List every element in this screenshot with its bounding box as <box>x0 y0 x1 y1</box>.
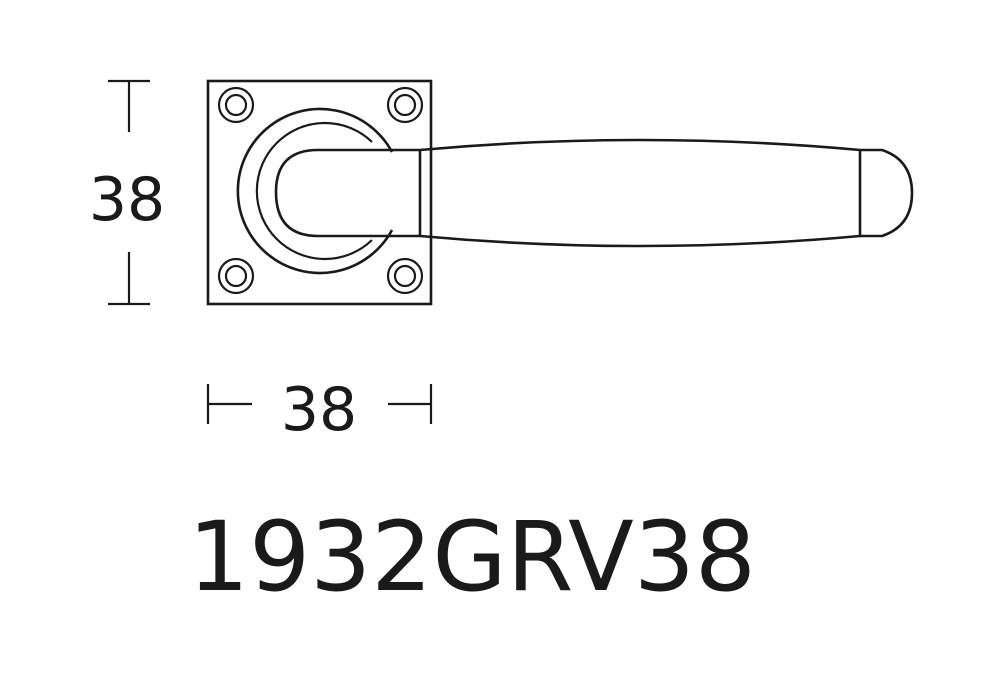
screw-top-right <box>386 86 424 124</box>
screw-bottom-left <box>217 257 255 295</box>
screw-top-left <box>217 86 255 124</box>
plate-outline <box>206 79 433 306</box>
collar-inner-ring <box>255 121 373 261</box>
lever-neck <box>274 148 420 238</box>
height-label: 38 <box>89 165 165 235</box>
collar-outer-ring <box>236 107 394 275</box>
width-dimension: 38 <box>206 375 433 445</box>
lever-end-cap <box>860 148 914 238</box>
lever-handle <box>274 138 914 248</box>
height-dimension: 38 <box>89 79 165 306</box>
width-label: 38 <box>281 375 357 445</box>
rosette-plate <box>206 79 433 306</box>
screw-bottom-right <box>386 257 424 295</box>
model-code: 1932GRV38 <box>188 501 756 613</box>
lever-grip <box>419 138 862 248</box>
